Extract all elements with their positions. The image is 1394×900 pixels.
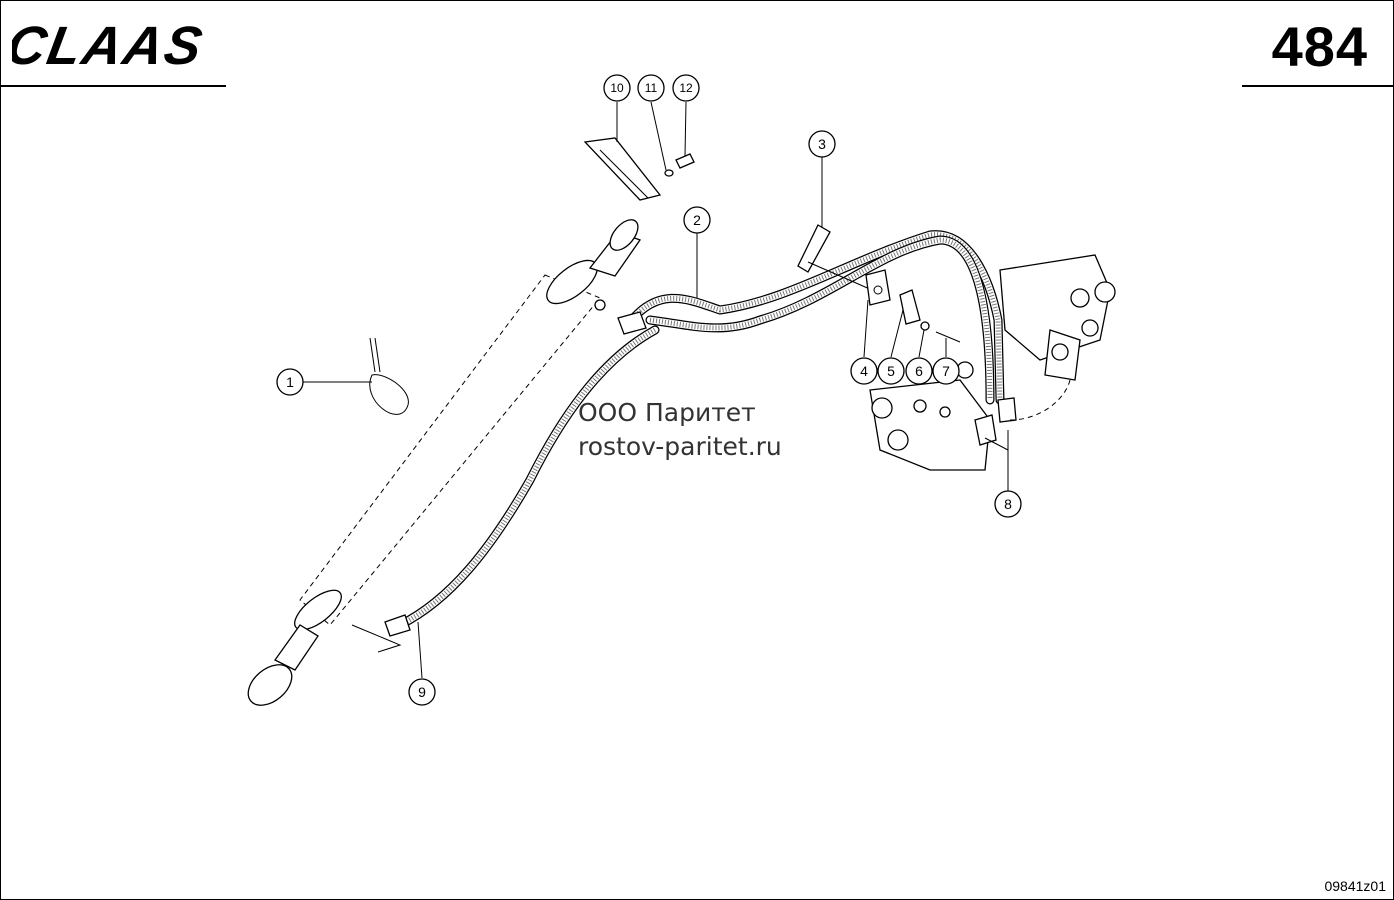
svg-text:5: 5 [887,363,895,379]
callout-5: 5 [877,357,905,385]
svg-text:2: 2 [693,212,701,228]
callout-6: 6 [905,357,933,385]
watermark-company: ООО Паритет [578,398,756,427]
callout-10: 10 [603,74,631,102]
svg-text:1: 1 [286,374,294,390]
hydraulic-hoses [351,230,1005,653]
callout-1: 1 [276,368,304,396]
claas-logo: CLAAS [12,18,208,70]
page-number: 484 [1271,15,1368,78]
callout-8: 8 [994,490,1022,518]
callout-9: 9 [408,678,436,706]
callout-2: 2 [683,206,711,234]
bracket-and-clamps [797,224,961,343]
drawing-code: 09841z01 [1324,878,1386,894]
leader-lines [303,101,1009,679]
callout-7: 7 [932,357,960,385]
callout-4: 4 [850,357,878,385]
svg-text:9: 9 [418,684,426,700]
svg-text:3: 3 [818,136,826,152]
watermark-url: rostov-paritet.ru [578,432,782,461]
callout-3: 3 [808,130,836,158]
control-valve-block [869,254,1116,471]
svg-text:10: 10 [610,81,624,95]
hydraulic-cylinder [247,219,642,706]
header-rule-left [0,85,226,87]
svg-text:11: 11 [645,81,658,95]
svg-text:CLAAS: CLAAS [12,18,208,70]
cable-tie [369,337,409,415]
svg-text:12: 12 [679,81,693,95]
plate-and-bolt [583,137,695,201]
callout-12: 12 [672,74,700,102]
svg-text:7: 7 [942,363,950,379]
watermark: ООО Паритет rostov-paritet.ru [578,396,782,464]
svg-text:8: 8 [1004,496,1012,512]
svg-text:6: 6 [915,363,923,379]
callout-11: 11 [637,74,665,102]
header-rule-right [1242,85,1394,87]
svg-text:4: 4 [860,363,868,379]
